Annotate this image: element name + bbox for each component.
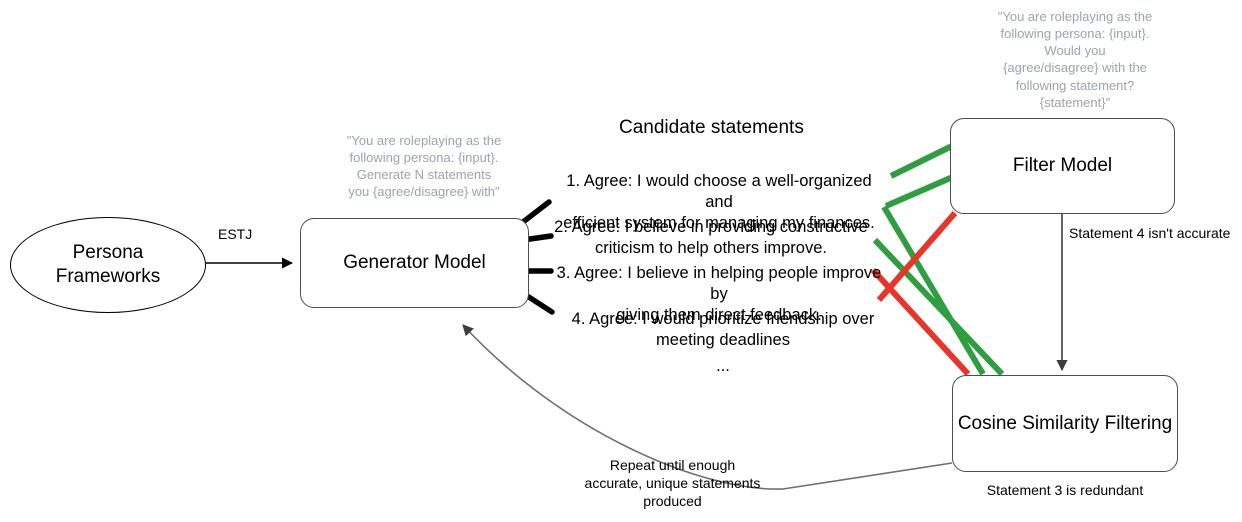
prompt-filter-line-2: following persona: {input}. <box>1000 26 1150 42</box>
node-filter-model[interactable]: Filter Model <box>950 118 1175 214</box>
edge-statement-4-rejected <box>876 211 958 302</box>
edge-label-statement-4-inaccurate: Statement 4 isn't accurate <box>1069 225 1231 241</box>
candidate-statement-4-line-2: meeting deadlines <box>656 330 790 349</box>
candidate-statement-3: 3. Agree: I believe in helping people im… <box>552 263 886 325</box>
node-persona-frameworks-line-2: Frameworks <box>55 266 161 287</box>
node-persona-frameworks-line-1: Persona <box>72 242 144 264</box>
candidate-statement-4-line-1: 4. Agree: I would prioritize friendship … <box>571 310 875 328</box>
prompt-filter-line-1: "You are roleplaying as the <box>997 9 1153 24</box>
prompt-filter-line-4: {agree/disagree} with the <box>1003 60 1147 76</box>
edge-statement-pass-to-cosine <box>881 205 986 376</box>
prompt-filter: "You are roleplaying as the following pe… <box>970 8 1180 111</box>
candidate-statement-1: 1. Agree: I would choose a well-organize… <box>552 171 886 233</box>
candidate-statement-2: 2. Agree: I believe in providing constru… <box>552 217 870 259</box>
node-cosine-similarity-filtering[interactable]: Cosine Similarity Filtering <box>952 375 1178 472</box>
candidate-statements-ellipsis: ... <box>716 357 730 375</box>
candidate-statement-1-line-2: efficient system for managing my finance… <box>563 213 875 232</box>
prompt-generator-line-2: following persona: {input}. <box>349 150 499 166</box>
candidate-statements-heading: Candidate statements <box>619 117 804 138</box>
candidate-statement-3-line-1: 3. Agree: I believe in helping people im… <box>556 264 882 303</box>
feedback-loop-label: Repeat until enough accurate, unique sta… <box>565 456 780 511</box>
prompt-filter-line-5: following statement? <box>1015 77 1135 93</box>
prompt-filter-line-3: Would you <box>1044 43 1106 59</box>
edge-label-estj: ESTJ <box>218 226 253 242</box>
candidate-statement-4: 4. Agree: I would prioritize friendship … <box>566 309 880 351</box>
feedback-loop-label-line-3: produced <box>643 493 702 510</box>
node-persona-frameworks[interactable]: Persona Frameworks <box>10 217 206 313</box>
prompt-generator-line-4: you {agree/disagree} with" <box>348 184 500 200</box>
prompt-generator-line-1: "You are roleplaying as the <box>346 133 502 148</box>
prompt-generator: "You are roleplaying as the following pe… <box>326 132 522 201</box>
candidate-statement-2-line-2: criticism to help others improve. <box>595 238 827 257</box>
node-generator-model[interactable]: Generator Model <box>300 218 529 308</box>
edge-generator-to-statement-1 <box>520 199 552 225</box>
prompt-generator-line-3: Generate N statements <box>356 167 492 183</box>
caption-statement-3-redundant: Statement 3 is redundant <box>986 482 1144 498</box>
edge-statement-3-redundant <box>870 267 971 377</box>
edge-statement-3-accepted <box>872 237 1005 377</box>
edge-statement-2-accepted <box>884 173 957 209</box>
candidate-statement-3-line-2: giving them direct feedback. <box>616 305 822 324</box>
feedback-loop-label-line-2: accurate, unique statements <box>584 475 761 492</box>
candidate-statement-1-line-1: 1. Agree: I would choose a well-organize… <box>566 172 872 211</box>
edge-statement-1-accepted <box>889 141 958 179</box>
candidate-statement-2-line-1: 2. Agree: I believe in providing constru… <box>554 218 868 236</box>
feedback-loop-label-line-1: Repeat until enough <box>609 457 736 473</box>
prompt-filter-line-6: {statement}" <box>1039 94 1111 110</box>
